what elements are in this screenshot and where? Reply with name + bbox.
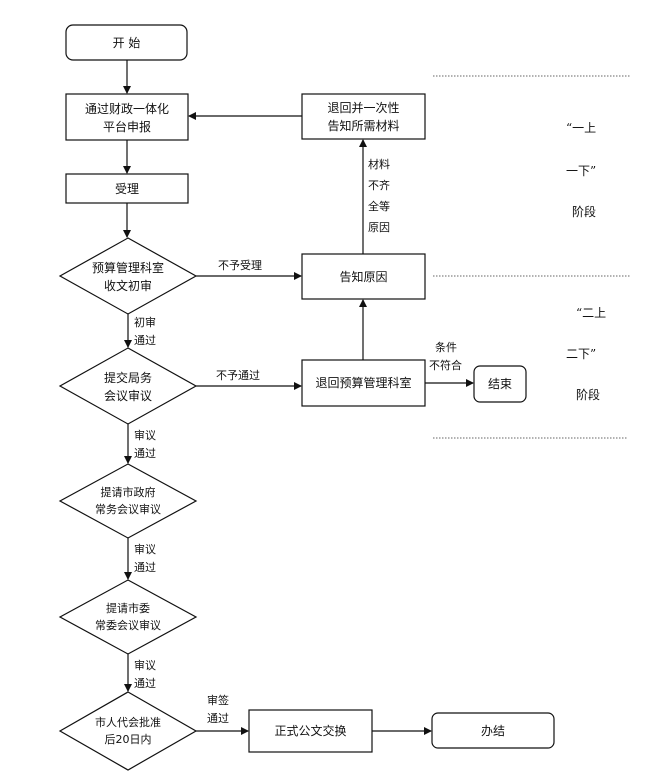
end-node (473, 365, 527, 403)
end-node-label: 结束 (488, 377, 512, 391)
gov-review-node (58, 463, 198, 539)
official-doc-label: 正式公文交换 (274, 723, 346, 738)
party-review-label-2: 常委会议审议 (95, 618, 161, 632)
stage-first-line-3: 阶段 (572, 204, 596, 219)
label-review-pass-1b: 通过 (134, 447, 156, 460)
start-node-label: 开 始 (113, 36, 141, 50)
bureau-review-label-2: 会议审议 (104, 388, 152, 403)
official-doc-node (248, 709, 373, 753)
accept-node-label: 受理 (115, 182, 139, 196)
stage-second-line-1: “二上 (576, 306, 606, 320)
label-review-pass-2b: 通过 (134, 561, 156, 574)
budget-review-label-1: 预算管理科室 (92, 260, 164, 275)
label-sign-pass-2: 通过 (207, 712, 229, 725)
stage-second-line-2: 二下” (566, 347, 596, 361)
label-materials-3: 全等 (368, 199, 390, 213)
apply-node-label-1: 通过财政一体化 (85, 102, 169, 116)
apply-node (65, 93, 189, 141)
gov-review-label-2: 常务会议审议 (95, 502, 161, 516)
label-not-accepted: 不予受理 (218, 259, 262, 272)
label-review-pass-2a: 审议 (134, 542, 156, 556)
stage-second-line-3: 阶段 (576, 387, 600, 402)
label-condition-2: 不符合 (429, 358, 462, 372)
party-review-node (58, 579, 198, 655)
notify-reason-label: 告知原因 (339, 270, 387, 284)
done-node-label: 办结 (481, 723, 505, 738)
budget-review-node (58, 237, 198, 315)
label-condition-1: 条件 (435, 340, 457, 354)
party-review-label-1: 提请市委 (106, 601, 150, 615)
label-first-pass-2: 通过 (134, 334, 156, 347)
bureau-review-node (58, 347, 198, 425)
apply-node-label-2: 平台申报 (103, 119, 151, 134)
label-review-pass-3b: 通过 (134, 677, 156, 690)
budget-review-label-2: 收文初审 (104, 278, 152, 293)
label-not-passed: 不予通过 (216, 369, 260, 382)
done-node (431, 712, 555, 749)
gov-review-label-1: 提请市政府 (101, 485, 156, 499)
label-materials-4: 原因 (368, 221, 390, 234)
label-materials-1: 材料 (368, 157, 390, 171)
return-budget-label: 退回预算管理科室 (315, 375, 411, 390)
label-sign-pass-1: 审签 (207, 693, 229, 707)
npc-approval-label-2: 后20日内 (105, 732, 152, 746)
bureau-review-label-1: 提交局务 (104, 370, 152, 385)
return-materials-label-2: 告知所需材料 (327, 119, 399, 133)
label-review-pass-3a: 审议 (134, 658, 156, 672)
label-materials-2: 不齐 (368, 178, 390, 192)
accept-node (65, 173, 189, 204)
return-materials-label-1: 退回并一次性 (327, 101, 399, 115)
npc-approval-label-1: 市人代会批准 (95, 715, 161, 729)
label-first-pass-1: 初审 (134, 315, 156, 329)
label-review-pass-1a: 审议 (134, 428, 156, 442)
notify-reason-node (301, 253, 426, 300)
stage-first-line-2: 一下” (566, 164, 596, 178)
stage-first-line-1: “一上 (566, 121, 596, 135)
npc-approval-node (58, 691, 198, 771)
